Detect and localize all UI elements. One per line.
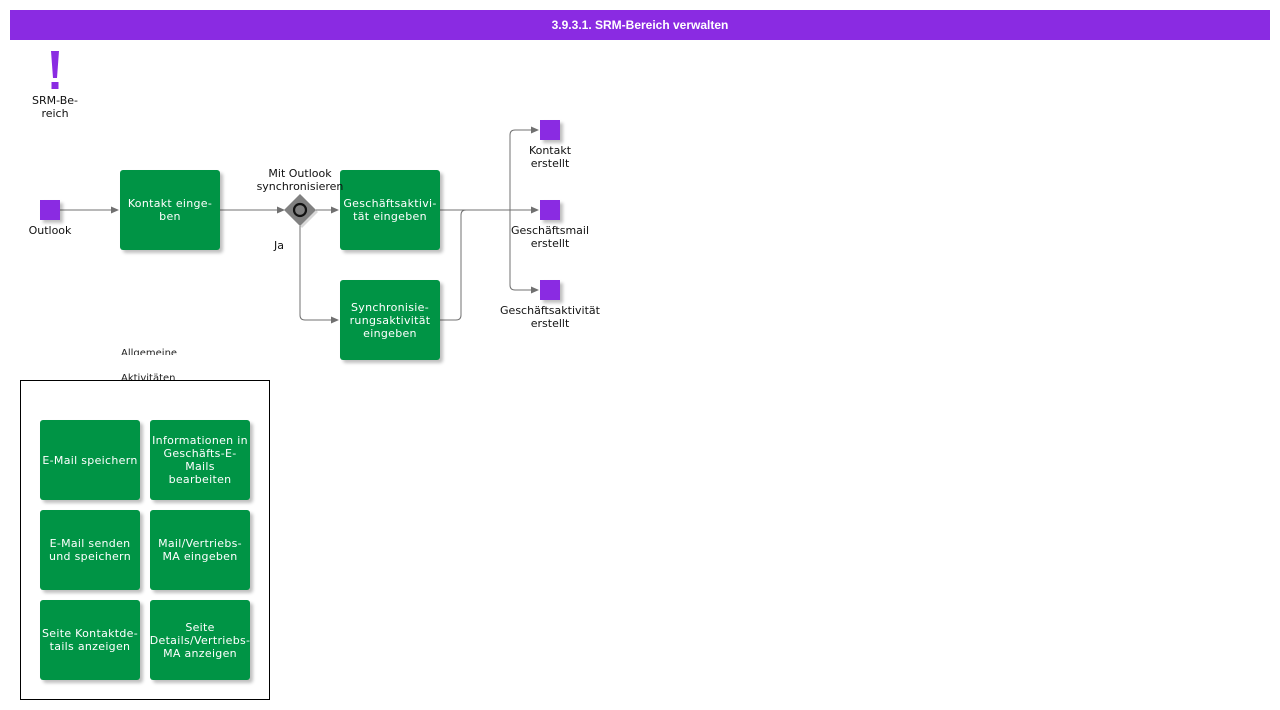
task-mail-vertriebs-ma-eingeben[interactable]: Mail/Vertriebs- MA eingeben: [150, 510, 250, 590]
gateway-yes-label: Ja: [274, 239, 284, 252]
task-seite-kontaktdetails-anzeigen[interactable]: Seite Kontaktde- tails anzeigen: [40, 600, 140, 680]
edge-to-kontakt-erstellt: [509, 126, 539, 210]
task-geschaeftsaktivitaet-eingeben[interactable]: Geschäftsaktivi- tät eingeben: [340, 170, 440, 250]
edge-gateway-sync: [299, 226, 339, 324]
task-email-speichern[interactable]: E-Mail speichern: [40, 420, 140, 500]
exclamation-icon: [51, 51, 59, 89]
task-seite-details-vertriebs-ma-anzeigen[interactable]: Seite Details/Vertriebs- MA anzeigen: [150, 600, 250, 680]
diagram-title-bar: 3.9.3.1. SRM-Bereich verwalten: [10, 10, 1270, 40]
end-event-label-kontakt: Kontakt erstellt: [528, 144, 572, 170]
edge-sync-join: [440, 209, 467, 321]
srm-label: SRM-Be- reich: [32, 94, 78, 120]
end-event-geschaeftsmail-erstellt: [540, 200, 560, 220]
diagram-title: 3.9.3.1. SRM-Bereich verwalten: [551, 18, 729, 32]
task-synchronisierungsaktivitaet-eingeben[interactable]: Synchronisie- rungsaktivität eingeben: [340, 280, 440, 360]
start-event-outlook: [40, 200, 60, 220]
end-event-label-geschaeftsaktivitaet: Geschäftsaktivität erstellt: [500, 304, 600, 330]
start-event-label: Outlook: [28, 224, 72, 237]
edge-to-aktivitaet-erstellt: [509, 210, 539, 294]
task-email-senden-speichern[interactable]: E-Mail senden und speichern: [40, 510, 140, 590]
end-event-label-geschaeftsmail: Geschäftsmail erstellt: [510, 224, 590, 250]
task-kontakt-eingeben[interactable]: Kontakt einge- ben: [120, 170, 220, 250]
gateway-mit-outlook: [284, 194, 318, 228]
gateway-label: Mit Outlook synchronisieren: [256, 167, 344, 193]
group-label-allgemeine: Allgemeine: [121, 348, 178, 355]
task-informationen-bearbeiten[interactable]: Informationen in Geschäfts-E- Mails bear…: [150, 420, 250, 500]
group-allgemeine-aktivitaeten: [20, 380, 270, 700]
group-label-aktivitaeten: Aktivitäten: [121, 373, 176, 380]
end-event-kontakt-erstellt: [540, 120, 560, 140]
end-event-geschaeftsaktivitaet-erstellt: [540, 280, 560, 300]
